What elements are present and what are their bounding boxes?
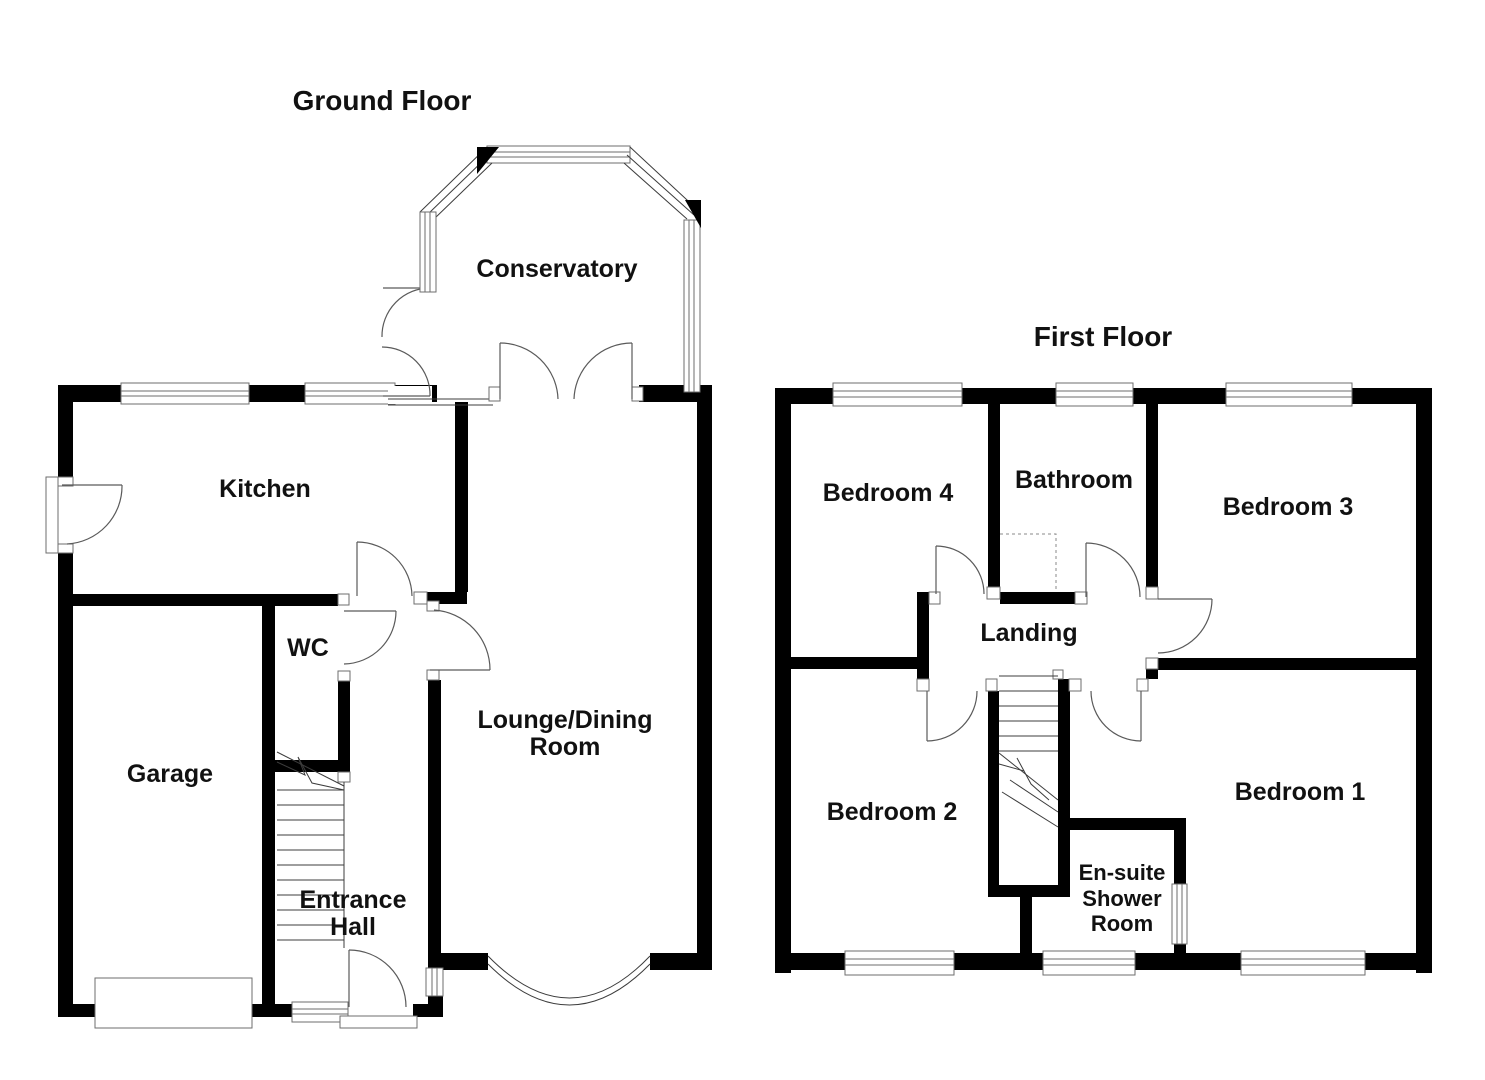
ground-floor-plan: Ground Floor Conservatory Kitchen WC Gar… (45, 85, 712, 1029)
ground-floor-stairs (276, 751, 345, 948)
bay-window (487, 955, 651, 999)
conservatory-structure (419, 145, 701, 393)
bedroom2-door (926, 690, 978, 742)
room-label-entrance-hall-line1: Entrance (300, 886, 407, 914)
kitchen-exterior-door (66, 484, 123, 545)
french-door-right (573, 342, 633, 400)
room-label-ensuite-line1: En-suite (1079, 860, 1166, 885)
bedroom1-door (1090, 690, 1142, 742)
garage-door (94, 977, 253, 1029)
conservatory-side-door-upper (381, 287, 431, 338)
room-label-conservatory: Conservatory (476, 255, 637, 283)
room-label-lounge-line2: Room (530, 733, 601, 761)
french-door-left (499, 342, 559, 400)
front-door (348, 949, 407, 1008)
wc-door (343, 610, 397, 665)
room-label-entrance-hall-line2: Hall (330, 913, 376, 941)
room-label-bedroom3: Bedroom 3 (1223, 493, 1354, 521)
ground-floor-title: Ground Floor (293, 85, 472, 116)
first-floor-plan: First Floor Bedroom 4 Bathroom Bedroom 3… (775, 321, 1432, 976)
first-floor-title: First Floor (1034, 321, 1173, 352)
room-label-kitchen: Kitchen (219, 475, 311, 503)
bedroom3-door (1157, 598, 1213, 654)
ground-floor-windows (45, 382, 651, 1029)
bedroom4-door (935, 545, 985, 595)
room-label-bathroom: Bathroom (1015, 466, 1133, 494)
room-label-garage: Garage (127, 760, 213, 788)
conservatory-corner-left (477, 147, 499, 174)
room-label-landing: Landing (980, 619, 1077, 647)
bathroom-cupboard-outline (1000, 533, 1057, 590)
ground-floor-walls (58, 385, 712, 1017)
room-label-wc: WC (287, 634, 329, 662)
ground-floor-doors (62, 287, 633, 1008)
room-label-bedroom1: Bedroom 1 (1235, 778, 1366, 806)
room-label-ensuite-line2: Shower (1082, 886, 1162, 911)
conservatory-corner-right (685, 200, 701, 228)
first-floor-doors (926, 542, 1213, 742)
kitchen-hall-door (356, 541, 413, 597)
room-label-bedroom4: Bedroom 4 (823, 479, 954, 507)
stair-newel-post (1052, 669, 1064, 680)
lounge-door (433, 609, 491, 671)
first-floor-windows (832, 382, 1366, 976)
bathroom-door (1085, 542, 1141, 598)
room-label-bedroom2: Bedroom 2 (827, 798, 958, 826)
first-floor-stairs (998, 675, 1059, 828)
room-label-lounge-line1: Lounge/Dining (478, 706, 653, 734)
conservatory-side-door-lower (381, 346, 431, 397)
room-label-ensuite-line3: Room (1091, 911, 1153, 936)
